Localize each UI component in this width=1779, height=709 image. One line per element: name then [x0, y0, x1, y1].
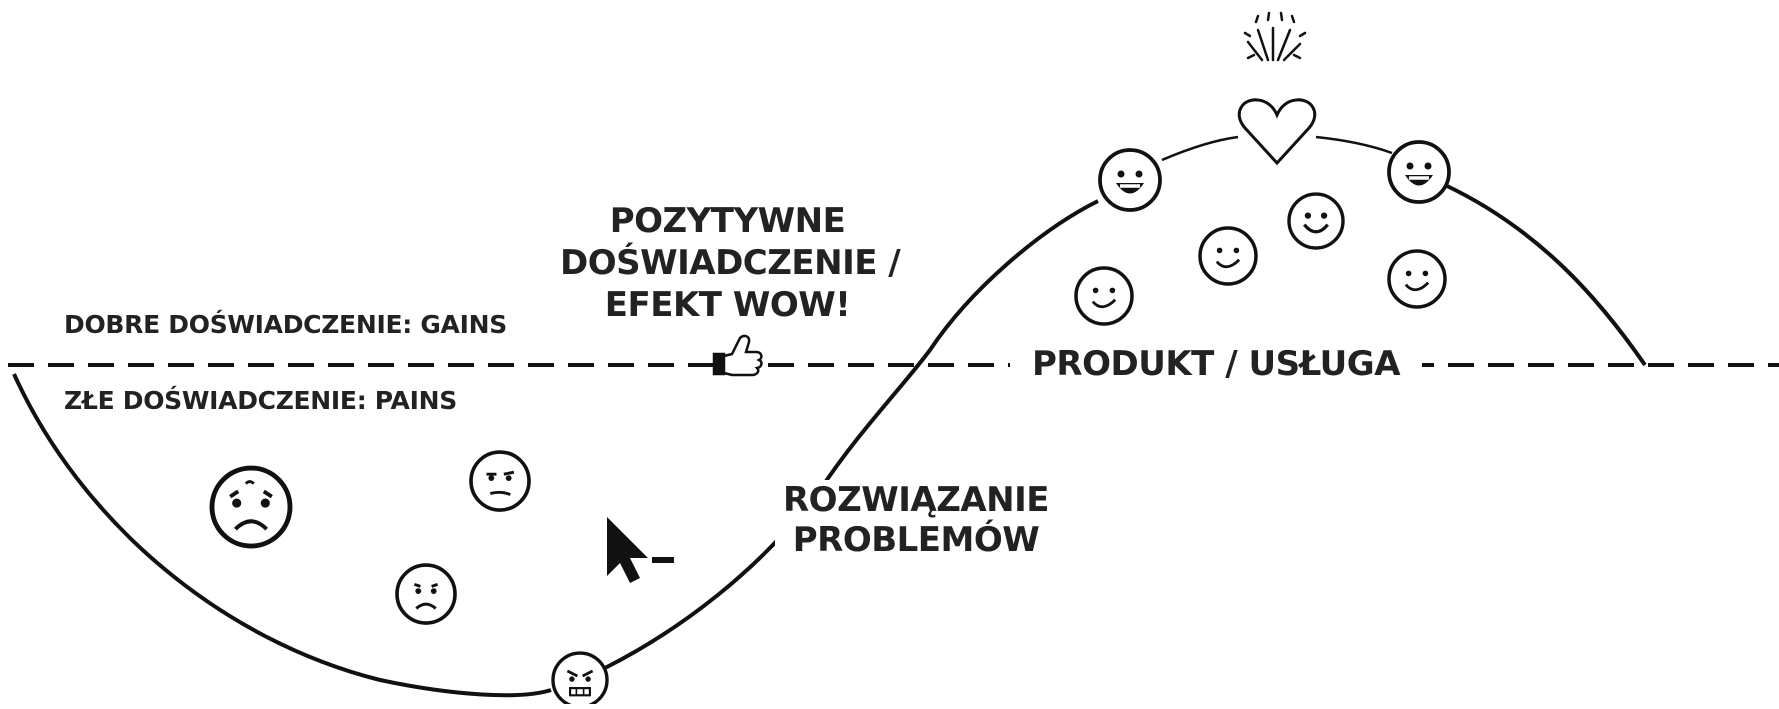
heart-icon [1237, 98, 1317, 166]
positive-line-3: EFEKT WOW! [604, 285, 851, 325]
grin-face-icon [1387, 140, 1451, 204]
peak-arc-left [1161, 135, 1239, 162]
solution-line-1: ROZWIĄZANIE [782, 480, 1050, 520]
smile-face-icon [1198, 226, 1258, 286]
crying-face-icon [209, 465, 293, 549]
bad-experience-label: ZŁE DOŚWIADCZENIE: PAINS [64, 386, 457, 415]
angry-face-icon [551, 651, 609, 709]
good-experience-label: DOBRE DOŚWIADCZENIE: GAINS [64, 310, 507, 339]
product-service-label: PRODUKT / USŁUGA [1010, 344, 1423, 384]
smile-face-icon [1074, 266, 1134, 326]
smirk-face-icon [469, 450, 531, 512]
big-smile-face-icon [1287, 192, 1345, 250]
smile-face-icon [1387, 249, 1447, 309]
rising-curve [928, 199, 1099, 352]
pain-curve [12, 373, 552, 698]
grin-face-icon [1098, 148, 1162, 212]
thumbs-up-icon [712, 334, 763, 377]
mouse-cursor-icon [607, 517, 674, 583]
tearful-face-icon [395, 563, 457, 625]
solution-line-2: PROBLEMÓW [792, 520, 1040, 560]
positive-line-2: DOŚWIADCZENIE / [560, 243, 901, 283]
faces-group [209, 140, 1451, 709]
fireworks-icon [1243, 11, 1307, 62]
positive-experience-label: POZYTYWNE DOŚWIADCZENIE / EFEKT WOW! [560, 200, 901, 326]
falling-curve [1444, 183, 1647, 367]
positive-line-1: POZYTYWNE [609, 201, 846, 241]
problem-solving-label: ROZWIĄZANIE PROBLEMÓW [775, 480, 1057, 560]
peak-arc-right [1315, 135, 1393, 155]
